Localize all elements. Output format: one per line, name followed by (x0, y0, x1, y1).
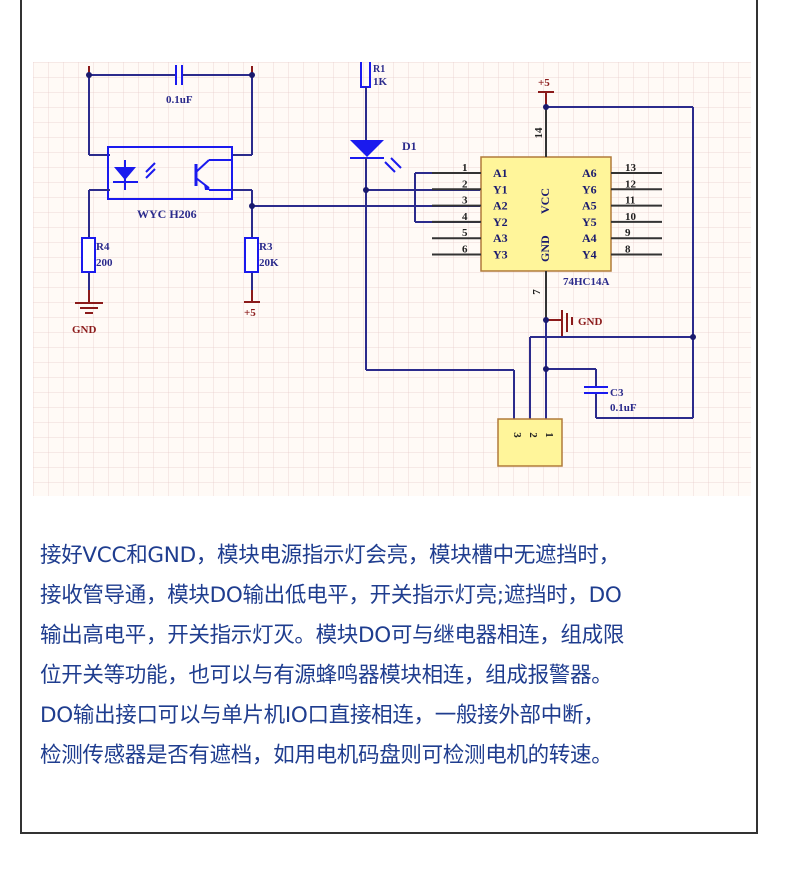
connector-pin-1: 1 (543, 432, 555, 438)
ic-pin-name: Y5 (582, 215, 597, 229)
ic-pin-number: 9 (625, 227, 631, 239)
ic-pin-name: Y2 (493, 215, 508, 229)
ic-pin-name: Y6 (582, 182, 597, 196)
description-line: 输出高电平，开关指示灯灭。模块DO可与继电器相连，组成限 (40, 623, 625, 648)
junction-dot (249, 203, 255, 209)
r3-value-label: 20K (259, 257, 279, 269)
power-symbol-icon (244, 290, 260, 303)
ic-pin-name: A2 (493, 199, 508, 213)
optocoupler (107, 146, 233, 200)
junction-dot (249, 72, 255, 78)
ic-pin-number: 6 (462, 244, 468, 256)
plus5-ic-label: +5 (538, 77, 550, 89)
ic-pin-name: Y4 (582, 248, 597, 262)
plus5-r3-label: +5 (244, 307, 256, 319)
ic-vcc-label: VCC (538, 188, 552, 214)
r4-ref-label: R4 (96, 241, 110, 253)
ic-pin-name: A5 (582, 199, 597, 213)
ic-pin-number: 3 (462, 195, 468, 207)
ic-pin-number: 13 (625, 162, 637, 174)
description-line: 接好VCC和GND，模块电源指示灯会亮，模块槽中无遮挡时， (40, 543, 620, 568)
ic-pin-name: Y1 (493, 182, 508, 196)
junction-dot (86, 72, 92, 78)
ic-pin-name: A6 (582, 166, 597, 180)
junction-dot (543, 104, 549, 110)
connector-pin-2: 2 (527, 432, 539, 438)
ic-74hc14a (480, 156, 612, 272)
ground-symbol-icon (546, 310, 573, 336)
junction-dot (690, 334, 696, 340)
description-line: 检测传感器是否有遮档，如用电机码盘则可检测电机的转速。 (40, 743, 613, 768)
connector-header (497, 418, 563, 467)
ic-pin-number: 1 (462, 162, 468, 174)
top-capacitor-network (88, 74, 253, 156)
content-frame (20, 0, 758, 834)
ic-gnd-pin-num: 7 (531, 289, 543, 295)
junction-dot (543, 317, 549, 323)
resistor-r4 (81, 237, 96, 273)
description-line: 接收管导通，模块DO输出低电平，开关指示灯亮;遮挡时，DO (40, 583, 622, 608)
optocoupler-part-label: WYC H206 (137, 207, 197, 221)
capacitor-symbol (175, 65, 183, 85)
r3-ref-label: R3 (259, 241, 273, 253)
resistor-r1 (360, 62, 371, 88)
led-d1-icon (350, 140, 402, 173)
ic-pin-number: 2 (462, 178, 468, 190)
ic-pin-name: A4 (582, 231, 597, 245)
ic-part-label: 74HC14A (563, 276, 610, 288)
ic-pin-name: A1 (493, 166, 508, 180)
ic-pin-name: Y3 (493, 248, 508, 262)
connector-pin-3: 3 (511, 432, 523, 438)
description-line: 位开关等功能，也可以与有源蜂鸣器模块相连，组成报警器。 (40, 663, 613, 688)
ic-pin-number: 11 (625, 195, 635, 207)
ic-pin-number: 10 (625, 211, 637, 223)
ic-pin-name: A3 (493, 231, 508, 245)
ic-pin-number: 12 (625, 178, 637, 190)
junction-dot (363, 187, 369, 193)
ic-pin-number: 8 (625, 244, 631, 256)
c3-value-label: 0.1uF (610, 402, 637, 414)
ic-vcc-pin-num: 14 (533, 127, 545, 139)
gnd-ic-label: GND (578, 316, 603, 328)
ic-pin-number: 5 (462, 227, 468, 239)
r4-value-label: 200 (96, 257, 113, 269)
resistor-r3 (244, 237, 259, 273)
r1-ref-label: R1 (373, 64, 385, 75)
c3-ref-label: C3 (610, 387, 624, 399)
capacitor-c3 (584, 386, 608, 394)
ground-symbol-icon (75, 290, 103, 314)
ic-gnd-label: GND (538, 235, 552, 262)
gnd-left-label: GND (72, 324, 97, 336)
r1-value-label: 1K (373, 76, 388, 88)
capacitor-value-label: 0.1uF (166, 94, 193, 106)
junction-dot (543, 366, 549, 372)
description-text: 接好VCC和GND，模块电源指示灯会亮，模块槽中无遮挡时， 接收管导通，模块DO… (40, 536, 755, 776)
circuit-schematic: 0.1uF WYC H206 R4 200 GND R3 (33, 62, 751, 496)
ic-pin-number: 4 (462, 211, 468, 223)
description-line: DO输出接口可以与单片机IO口直接相连，一般接外部中断， (40, 703, 605, 728)
d1-ref-label: D1 (402, 139, 417, 153)
